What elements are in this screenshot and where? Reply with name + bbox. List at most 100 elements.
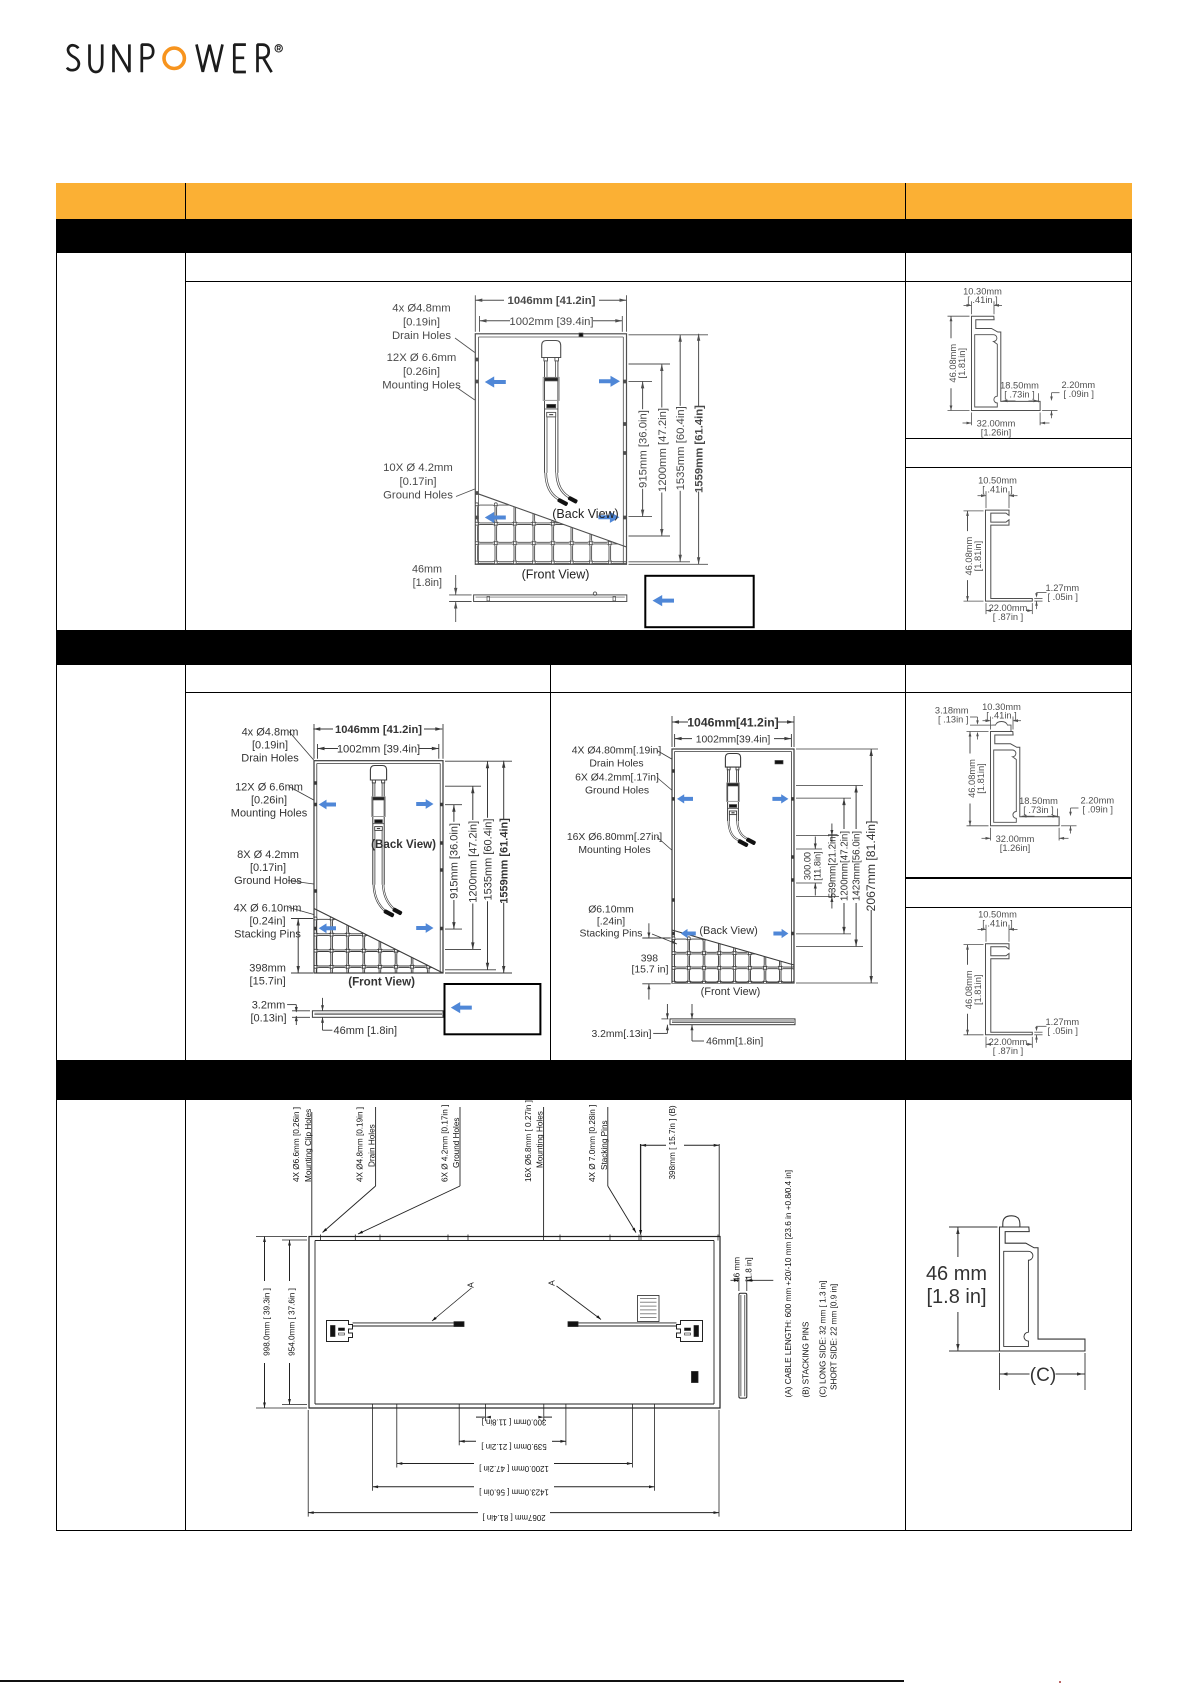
svg-text:4X Ø 7.0mm [0.28in ]: 4X Ø 7.0mm [0.28in ] [588, 1105, 597, 1182]
svg-text:1200mm [47.2in]: 1200mm [47.2in] [657, 408, 669, 492]
svg-text:Stacking Pins: Stacking Pins [580, 929, 643, 940]
svg-text:[0.24in]: [0.24in] [249, 915, 285, 927]
svg-text:6X Ø4.2mm[.17in]: 6X Ø4.2mm[.17in] [575, 772, 659, 783]
svg-text:3.2mm: 3.2mm [252, 999, 286, 1011]
svg-text:32.00mm: 32.00mm [996, 834, 1035, 844]
svg-text:2067mm [ 81.4in ]: 2067mm [ 81.4in ] [482, 1513, 545, 1522]
svg-text:398mm: 398mm [249, 963, 286, 975]
svg-text:4x Ø4.8mm: 4x Ø4.8mm [392, 303, 450, 315]
svg-text:[11.8in]: [11.8in] [813, 851, 823, 880]
svg-text:8X Ø 4.2mm: 8X Ø 4.2mm [237, 849, 299, 861]
svg-text:-0.4 in]: -0.4 in] [784, 1170, 793, 1195]
svg-text:4X Ø4.8mm [0.19in ]: 4X Ø4.8mm [0.19in ] [355, 1107, 364, 1182]
svg-text:2067mm [81.4in]: 2067mm [81.4in] [864, 821, 878, 912]
svg-text:[0.19in]: [0.19in] [403, 316, 440, 328]
svg-text:[0.17in]: [0.17in] [399, 476, 436, 488]
svg-text:[ .73in ]: [ .73in ] [1023, 805, 1054, 815]
svg-text:[0.17in]: [0.17in] [250, 862, 286, 874]
svg-text:1200mm[47.2in]: 1200mm[47.2in] [840, 831, 851, 902]
svg-text:10.30mm: 10.30mm [982, 702, 1021, 712]
svg-text:16X Ø6.8mm [ 0.27in ]: 16X Ø6.8mm [ 0.27in ] [524, 1100, 533, 1182]
svg-text:(Front View): (Front View) [348, 976, 415, 989]
svg-text:10.50mm: 10.50mm [978, 476, 1017, 486]
svg-text:[1.81in]: [1.81in] [973, 541, 983, 572]
svg-text:[1.8 in]: [1.8 in] [745, 1257, 754, 1282]
svg-text:46.08mm: 46.08mm [948, 344, 958, 383]
svg-text:[ .09in ]: [ .09in ] [1083, 805, 1114, 815]
svg-text:1423.0mm [ 56.0in ]: 1423.0mm [ 56.0in ] [479, 1487, 549, 1496]
svg-text:1535mm [60.4in]: 1535mm [60.4in] [675, 406, 687, 490]
svg-text:A: A [547, 1280, 557, 1286]
svg-text:[ .73in ]: [ .73in ] [1004, 390, 1035, 400]
svg-text:3.18mm: 3.18mm [935, 706, 969, 716]
svg-text:Mounting Holes: Mounting Holes [382, 380, 461, 392]
svg-text:[15.7 in]: [15.7 in] [632, 965, 669, 976]
svg-text:915mm [36.0in]: 915mm [36.0in] [638, 410, 650, 488]
svg-text:(Back View): (Back View) [699, 925, 757, 937]
svg-text:539mm[21.2in]: 539mm[21.2in] [828, 833, 839, 898]
svg-text:Mounting Holes: Mounting Holes [536, 1111, 545, 1168]
svg-text:[0.19in]: [0.19in] [252, 740, 288, 752]
svg-text:Drain Holes: Drain Holes [367, 1124, 376, 1167]
svg-text:(B) STACKING PINS: (B) STACKING PINS [802, 1321, 811, 1397]
svg-text:[ .41in ]: [ .41in ] [982, 918, 1013, 928]
svg-text:Stacking Pins: Stacking Pins [600, 1120, 609, 1170]
svg-text:(Front View): (Front View) [701, 986, 761, 998]
svg-text:[ .41in ]: [ .41in ] [967, 295, 998, 305]
svg-text:12X Ø 6.6mm: 12X Ø 6.6mm [235, 781, 303, 793]
svg-text:539.0mm [ 21.2in ]: 539.0mm [ 21.2in ] [481, 1442, 546, 1451]
svg-text:4x Ø4.8mm: 4x Ø4.8mm [242, 727, 299, 739]
svg-text:Drain Holes: Drain Holes [241, 753, 299, 765]
svg-text:SHORT SIDE: 22 mm [0.9 in]: SHORT SIDE: 22 mm [0.9 in] [830, 1284, 839, 1390]
svg-text:Ground Holes: Ground Holes [452, 1117, 461, 1168]
svg-text:6X Ø 4.2mm [0.17in ]: 6X Ø 4.2mm [0.17in ] [440, 1105, 449, 1182]
svg-text:[ .41in ]: [ .41in ] [982, 485, 1013, 495]
svg-text:1200.0mm [ 47.2in ]: 1200.0mm [ 47.2in ] [479, 1464, 549, 1473]
svg-text:[1.81in]: [1.81in] [976, 763, 986, 794]
svg-text:[ .05in ]: [ .05in ] [1048, 1026, 1079, 1036]
svg-text:10.30mm: 10.30mm [963, 287, 1002, 297]
svg-text:[ .87in ]: [ .87in ] [993, 612, 1024, 622]
svg-text:954.0mm [ 37.6in ]: 954.0mm [ 37.6in ] [288, 1288, 297, 1356]
svg-text:46.08mm: 46.08mm [964, 536, 974, 575]
svg-text:16X Ø6.80mm[.27in]: 16X Ø6.80mm[.27in] [567, 832, 662, 843]
svg-text:Mounting Clip Holes: Mounting Clip Holes [304, 1109, 313, 1182]
svg-text:[ .05in ]: [ .05in ] [1048, 592, 1079, 602]
svg-text:Drain Holes: Drain Holes [589, 759, 643, 770]
svg-text:Mounting Holes: Mounting Holes [578, 845, 650, 856]
svg-text:[ .41in ]: [ .41in ] [986, 711, 1017, 721]
svg-text:1.27mm: 1.27mm [1046, 583, 1080, 593]
svg-text:18.50mm: 18.50mm [1019, 796, 1058, 806]
svg-text:398mm [ 15.7in ] (B): 398mm [ 15.7in ] (B) [668, 1105, 677, 1179]
svg-text:(Back View): (Back View) [371, 838, 436, 851]
svg-text:46 mm: 46 mm [733, 1257, 742, 1282]
svg-text:[0.13in]: [0.13in] [250, 1012, 286, 1024]
svg-text:915mm [36.0in]: 915mm [36.0in] [449, 823, 461, 899]
svg-text:[ .09in ]: [ .09in ] [1064, 389, 1095, 399]
svg-text:Ground Holes: Ground Holes [234, 875, 302, 887]
svg-text:[15.7in]: [15.7in] [250, 976, 286, 988]
svg-text:46mm [1.8in]: 46mm [1.8in] [334, 1025, 398, 1037]
svg-text:4X Ø 6.10mm: 4X Ø 6.10mm [234, 902, 302, 914]
svg-text:[ .13in ]: [ .13in ] [938, 715, 969, 725]
svg-text:1559mm [61.4in]: 1559mm [61.4in] [694, 405, 706, 493]
svg-text:12X Ø 6.6mm: 12X Ø 6.6mm [387, 352, 457, 364]
svg-text:[1.8in]: [1.8in] [413, 577, 442, 589]
svg-text:300.0mm [ 11.8in ]: 300.0mm [ 11.8in ] [482, 1418, 547, 1427]
svg-text:[1.26in]: [1.26in] [1000, 843, 1031, 853]
svg-text:2.20mm: 2.20mm [1081, 796, 1115, 806]
svg-text:46.08mm: 46.08mm [967, 759, 977, 798]
svg-text:1.27mm: 1.27mm [1046, 1017, 1080, 1027]
svg-text:4X Ø4.80mm[.19in]: 4X Ø4.80mm[.19in] [572, 746, 662, 757]
svg-text:46mm[1.8in]: 46mm[1.8in] [706, 1036, 763, 1047]
svg-text:Ground Holes: Ground Holes [383, 490, 453, 502]
svg-text:Stacking Pins: Stacking Pins [234, 928, 301, 940]
svg-text:Mounting Holes: Mounting Holes [231, 807, 308, 819]
svg-text:[.24in]: [.24in] [597, 917, 625, 928]
svg-text:4X Ø6.6mm [0.26in ]: 4X Ø6.6mm [0.26in ] [292, 1107, 301, 1182]
svg-text:3.2mm[.13in]: 3.2mm[.13in] [591, 1029, 651, 1040]
svg-text:1002mm [39.4in]: 1002mm [39.4in] [509, 316, 593, 328]
svg-text:1423mm[56.0in]: 1423mm[56.0in] [852, 831, 863, 902]
svg-text:(C) LONG SIDE: 32 mm [ 1.3 in]: (C) LONG SIDE: 32 mm [ 1.3 in] [819, 1281, 828, 1398]
svg-text:(Front View): (Front View) [522, 568, 590, 582]
